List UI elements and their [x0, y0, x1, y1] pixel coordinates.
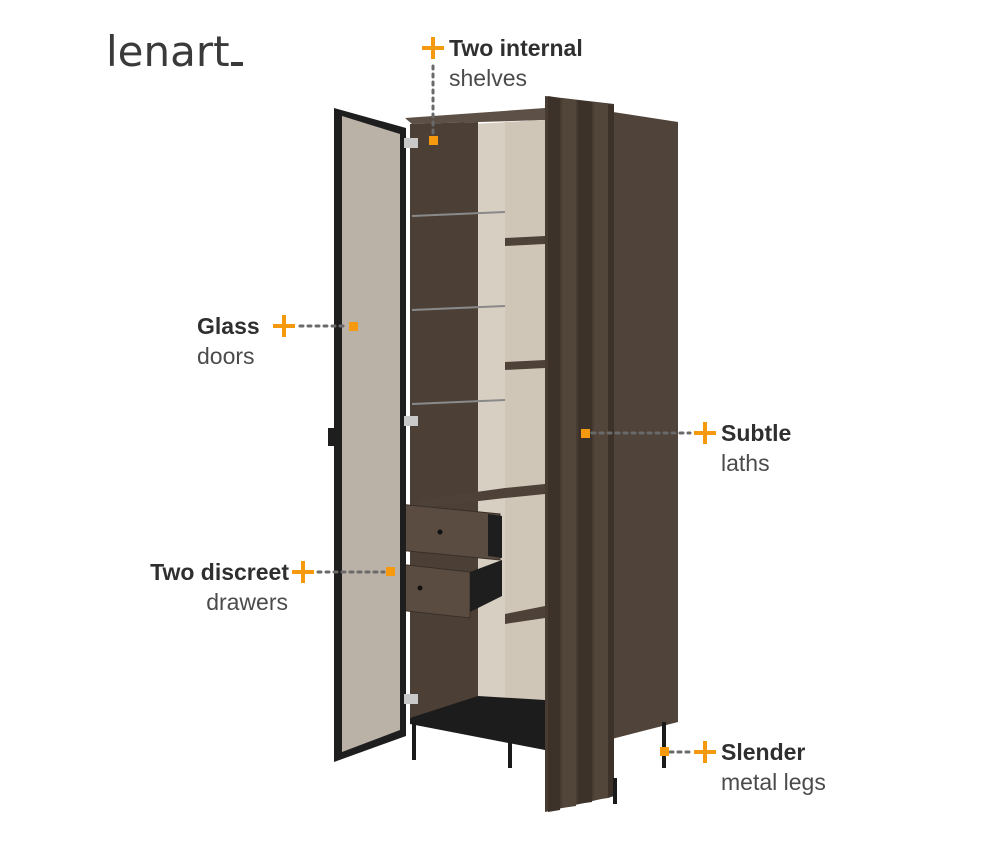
callout-laths-title: Subtle [721, 420, 792, 446]
hinge-middle [404, 416, 418, 426]
drawer-upper [397, 503, 501, 561]
glass-shelf-2 [411, 305, 506, 311]
square-dot-icon [349, 322, 358, 331]
hinge-top [404, 138, 418, 148]
lath-4 [594, 102, 608, 800]
wood-shelf-1 [505, 236, 545, 246]
brand-logo-text: lenart [106, 27, 230, 76]
plus-icon [694, 422, 716, 444]
callout-glass-title: Glass [197, 313, 260, 339]
drawer-upper-knob [437, 529, 443, 535]
leg-front-left [412, 722, 416, 760]
hinge-bottom [404, 694, 418, 704]
callout-drawers-title: Two discreet [150, 559, 289, 585]
callout-shelves-subtitle: shelves [449, 65, 527, 91]
callout-shelves-title: Two internal [449, 35, 583, 61]
callout-drawers-subtitle: drawers [206, 589, 288, 615]
square-dot-icon [386, 567, 395, 576]
callout-legs: Slender metal legs [721, 737, 826, 797]
callout-glass: Glass doors [197, 311, 260, 371]
cabinet-interior-left [410, 122, 478, 718]
plus-icon [273, 315, 295, 337]
cabinet-interior-wall [505, 120, 545, 750]
wood-shelf-2 [505, 360, 545, 370]
wood-shelf-3 [505, 484, 545, 498]
cabinet-side-panel [600, 110, 678, 742]
leg-back-right [662, 722, 666, 768]
square-dot-icon [429, 136, 438, 145]
callout-legs-title: Slender [721, 739, 806, 765]
lath-1 [548, 96, 560, 812]
glass-shelf-1 [411, 211, 506, 217]
callout-glass-subtitle: doors [197, 343, 255, 369]
leg-front-right [613, 778, 617, 804]
glass-door-pane [342, 116, 400, 752]
brand-logo: lenart [106, 26, 243, 78]
callout-legs-subtitle: metal legs [721, 769, 826, 795]
callout-laths-subtitle: laths [721, 450, 770, 476]
callout-shelves: Two internal shelves [449, 33, 583, 93]
square-dot-icon [660, 747, 669, 756]
callout-drawers: Two discreet drawers [131, 557, 289, 617]
lath-5 [608, 104, 614, 798]
lath-2 [562, 98, 576, 808]
drawer-lower-knob [417, 585, 423, 591]
leg-back-left [508, 742, 512, 768]
drawer-top-shelf [418, 488, 505, 508]
wood-shelf-4 [505, 606, 545, 624]
plus-icon [694, 741, 716, 763]
drawer-lower-side [470, 560, 502, 612]
glass-shelf-3 [411, 399, 506, 405]
cabinet-bottom [410, 696, 545, 750]
square-dot-icon [581, 429, 590, 438]
drawer-upper-side [488, 514, 502, 558]
logo-underscore [230, 62, 243, 66]
door-handle [328, 428, 335, 446]
plus-icon [422, 37, 444, 59]
lath-3 [578, 100, 592, 804]
callout-laths: Subtle laths [721, 418, 791, 478]
plus-icon [292, 561, 314, 583]
